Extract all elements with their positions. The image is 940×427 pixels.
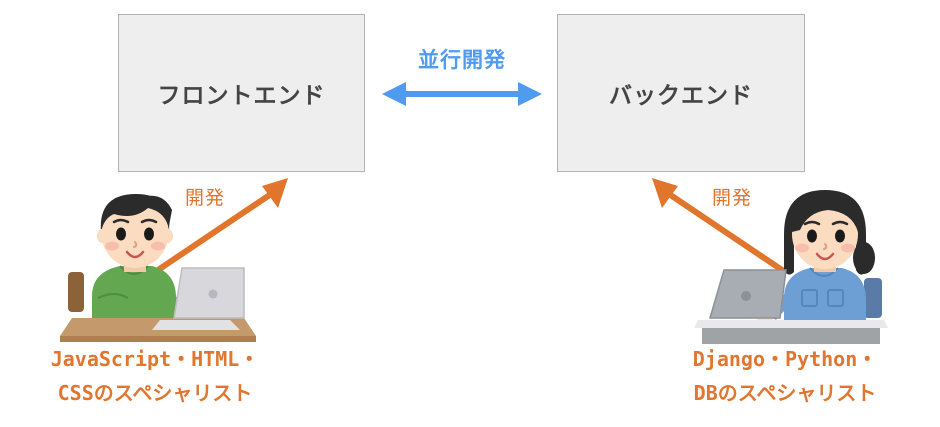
frontend-specialist-caption: JavaScript・HTML・ CSSのスペシャリスト: [5, 342, 305, 410]
dev-arrow-up-right-icon: [155, 178, 288, 273]
man-at-laptop-illustration: [60, 194, 256, 342]
frontend-box: フロントエンド: [118, 14, 365, 172]
woman-at-laptop-illustration: [694, 190, 888, 344]
caption-left-line-1: JavaScript・HTML・: [50, 347, 260, 371]
caption-right-line-2: DBのスペシャリスト: [693, 381, 877, 405]
dev-label-left: 開発: [185, 187, 226, 209]
backend-box: バックエンド: [557, 14, 805, 172]
backend-box-label: バックエンド: [609, 83, 753, 109]
dev-arrow-up-left-icon: [652, 178, 785, 273]
caption-left-line-2: CSSのスペシャリスト: [57, 381, 253, 405]
dev-label-right: 開発: [712, 187, 753, 209]
parallel-development-label: 並行開発: [418, 48, 506, 72]
double-headed-arrow-icon: [382, 82, 542, 106]
frontend-box-label: フロントエンド: [157, 83, 326, 109]
caption-right-line-1: Django・Python・: [692, 347, 878, 371]
backend-specialist-caption: Django・Python・ DBのスペシャリスト: [635, 342, 935, 410]
